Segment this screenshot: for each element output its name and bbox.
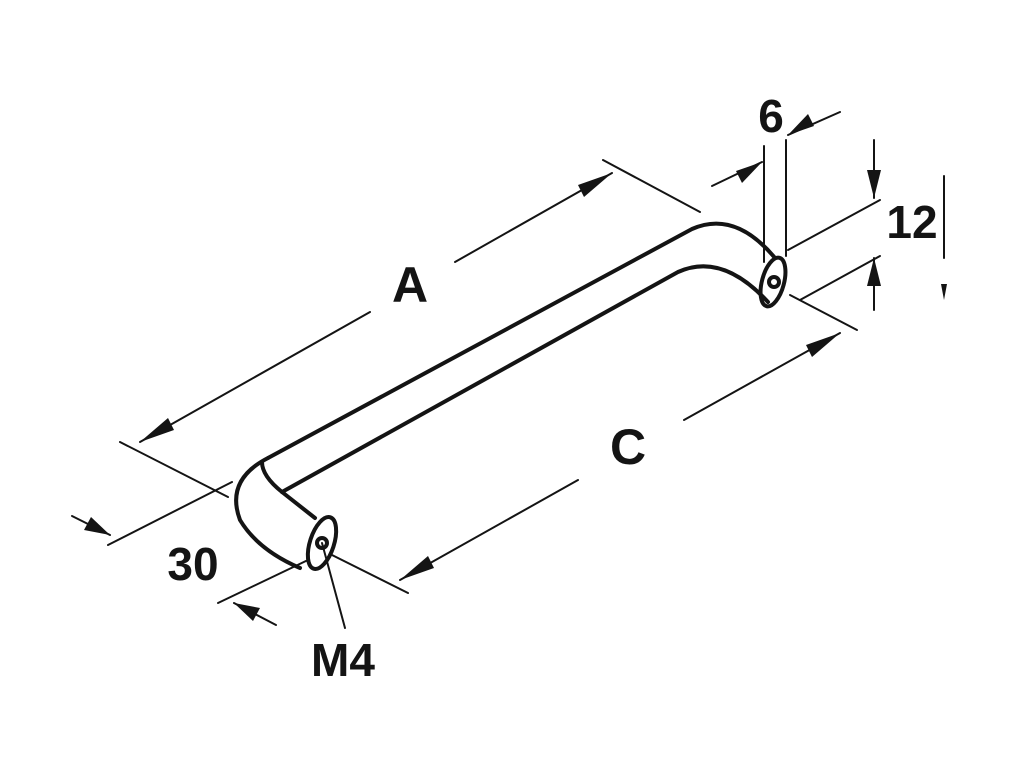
dim-a-extension-left xyxy=(119,441,229,498)
handle-left-leg-inner xyxy=(260,460,317,520)
dim-30-extension-top xyxy=(107,481,233,546)
edge-fragment-arrow xyxy=(941,284,947,300)
m4-leader-line xyxy=(321,542,346,629)
handle-right-end-face xyxy=(758,255,788,309)
dim-12-extension-top xyxy=(787,199,881,251)
arrowheads xyxy=(84,114,947,621)
handle-left-leg-outer xyxy=(234,456,302,570)
arrowhead-c-right xyxy=(806,333,840,357)
arrowhead-6-left xyxy=(736,162,762,183)
label-a: A xyxy=(392,257,428,313)
label-projection: 30 xyxy=(167,538,218,590)
thread-hole-right xyxy=(767,275,781,289)
arrowhead-a-right xyxy=(578,173,612,197)
handle-top-edge xyxy=(266,221,777,460)
dim-a-line-lower xyxy=(139,311,371,443)
label-thread: M4 xyxy=(311,634,375,686)
arrowhead-12-bottom xyxy=(867,258,881,286)
dim-30-extension-bottom xyxy=(217,559,309,604)
arrowhead-a-left xyxy=(140,418,174,442)
label-width: 12 xyxy=(886,196,937,248)
dim-a-extension-right xyxy=(602,159,701,213)
dim-c-extension-left xyxy=(331,554,409,594)
handle-left-end-face xyxy=(305,515,339,571)
right-edge-mask xyxy=(956,0,1024,768)
arrowhead-6-right xyxy=(788,114,814,135)
arrowhead-12-top xyxy=(867,170,881,198)
thread-hole-left xyxy=(315,536,329,550)
arrowhead-c-left xyxy=(400,556,434,580)
handle-bottom-edge xyxy=(280,264,770,494)
dim-c-extension-right xyxy=(789,294,858,331)
arrowhead-30-bottom xyxy=(234,603,260,621)
dim-12-extension-bottom xyxy=(799,255,881,301)
label-c: C xyxy=(610,419,646,475)
handle-outline xyxy=(234,221,788,571)
arrowhead-30-top xyxy=(84,517,110,535)
label-diameter: 6 xyxy=(758,90,784,142)
